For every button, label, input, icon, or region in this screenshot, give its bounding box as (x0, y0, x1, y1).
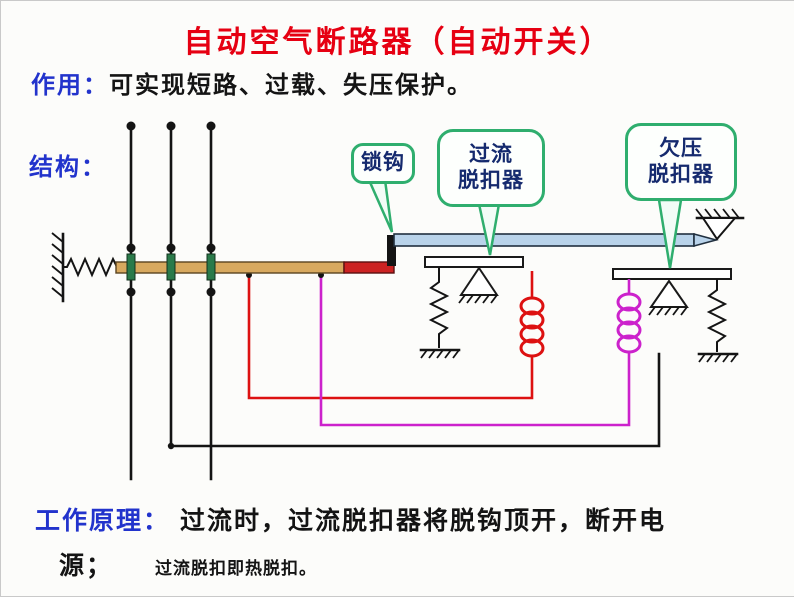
principle-note: 过流脱扣即热脱扣。 (155, 559, 318, 578)
undervoltage-coil (616, 279, 642, 354)
bottom-wiring (129, 272, 661, 481)
trip-lever (393, 232, 720, 248)
main-contacts (126, 121, 216, 297)
undervoltage-ground (697, 352, 739, 363)
wall-anchor (51, 232, 65, 303)
undervoltage-armature (612, 268, 732, 280)
callout-undervoltage-line2: 脱扣器 (648, 163, 714, 186)
callout-overcurrent-trip: 过流 脱扣器 (437, 129, 545, 207)
function-label: 作用： (31, 72, 109, 99)
operating-rod (115, 261, 395, 274)
principle-text: 过流时，过流脱扣器将脱钩顶开，断开电 (180, 507, 667, 535)
overcurrent-coil-wiring (247, 275, 534, 400)
overcurrent-spring (428, 267, 450, 348)
phase-line-1 (126, 121, 136, 297)
callout-undervoltage-trip: 欠压 脱扣器 (625, 123, 737, 201)
lock-hook (387, 235, 396, 266)
function-line: 作用：可实现短路、过载、失压保护。 (31, 65, 473, 100)
black-return-wire (169, 352, 661, 448)
overcurrent-ground (419, 348, 461, 359)
overcurrent-coil (519, 271, 545, 358)
callout-lock-hook-label: 锁钩 (361, 151, 405, 175)
function-text: 可实现短路、过载、失压保护。 (109, 72, 473, 99)
lock-hook-tail (367, 178, 394, 233)
callout-overcurrent-line2: 脱扣器 (458, 169, 524, 192)
principle-block: 工作原理： 过流时，过流脱扣器将脱钩顶开，断开电 源； 过流脱扣即热脱扣。 (35, 501, 775, 582)
overcurrent-trip-device (419, 256, 545, 359)
schematic-diagram (1, 104, 794, 496)
structure-label: 结构： (29, 154, 107, 181)
overcurrent-pivot (459, 266, 499, 296)
page-title: 自动空气断路器（自动开关） (183, 26, 613, 59)
phase-line-2 (166, 121, 176, 297)
callout-undervoltage-line1: 欠压 (659, 136, 703, 160)
principle-line1: 工作原理： 过流时，过流脱扣器将脱钩顶开，断开电 (35, 501, 775, 537)
return-spring (63, 256, 121, 278)
callout-overcurrent-line1: 过流 (469, 142, 513, 166)
rod-red-tip (343, 261, 395, 274)
lever-pivot-support (695, 208, 745, 241)
principle-label: 工作原理： (35, 507, 171, 535)
diagram-svg (51, 121, 745, 481)
principle-text-continued: 源； (59, 552, 114, 580)
phase-line-3 (206, 121, 216, 297)
undervoltage-pivot (649, 279, 689, 308)
undervoltage-spring (706, 279, 728, 352)
overcurrent-tail (477, 202, 501, 256)
callout-lock-hook: 锁钩 (351, 143, 415, 184)
undervoltage-trip-device (612, 268, 739, 363)
undervoltage-coil-wiring (319, 275, 631, 427)
overcurrent-armature (424, 256, 524, 268)
principle-line2: 源； 过流脱扣即热脱扣。 (35, 546, 775, 582)
